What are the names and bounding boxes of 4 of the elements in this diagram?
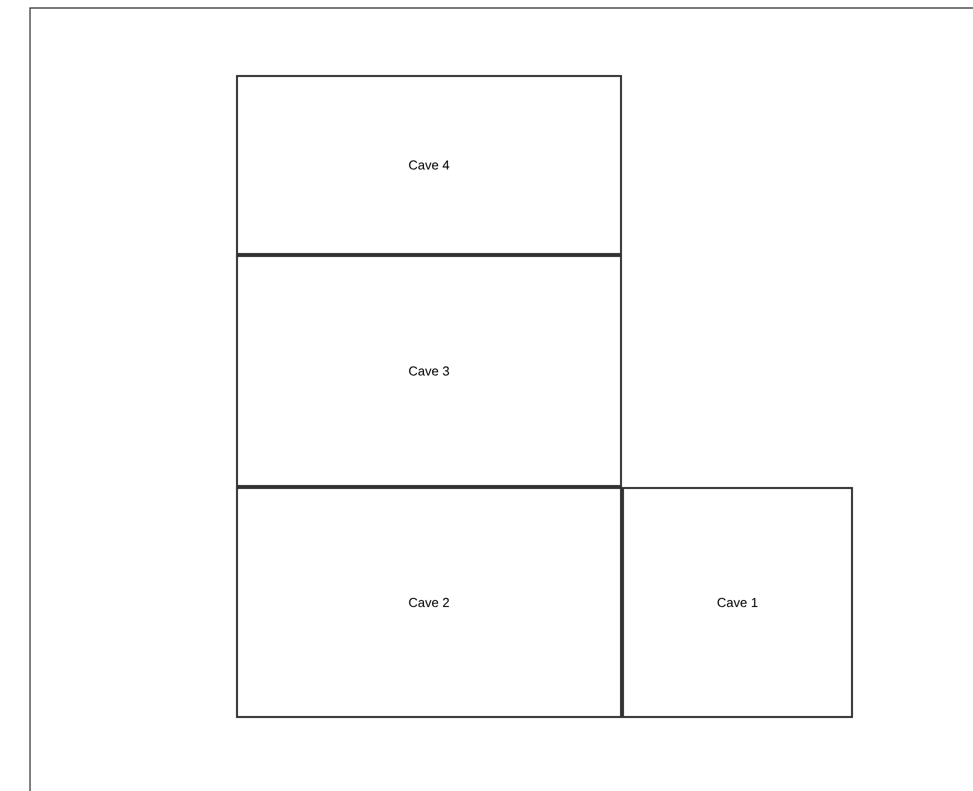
cave-box: Cave 3 [236, 255, 622, 487]
cave-box: Cave 1 [622, 487, 853, 718]
cave-box: Cave 4 [236, 75, 622, 255]
cave-box: Cave 2 [236, 487, 622, 718]
